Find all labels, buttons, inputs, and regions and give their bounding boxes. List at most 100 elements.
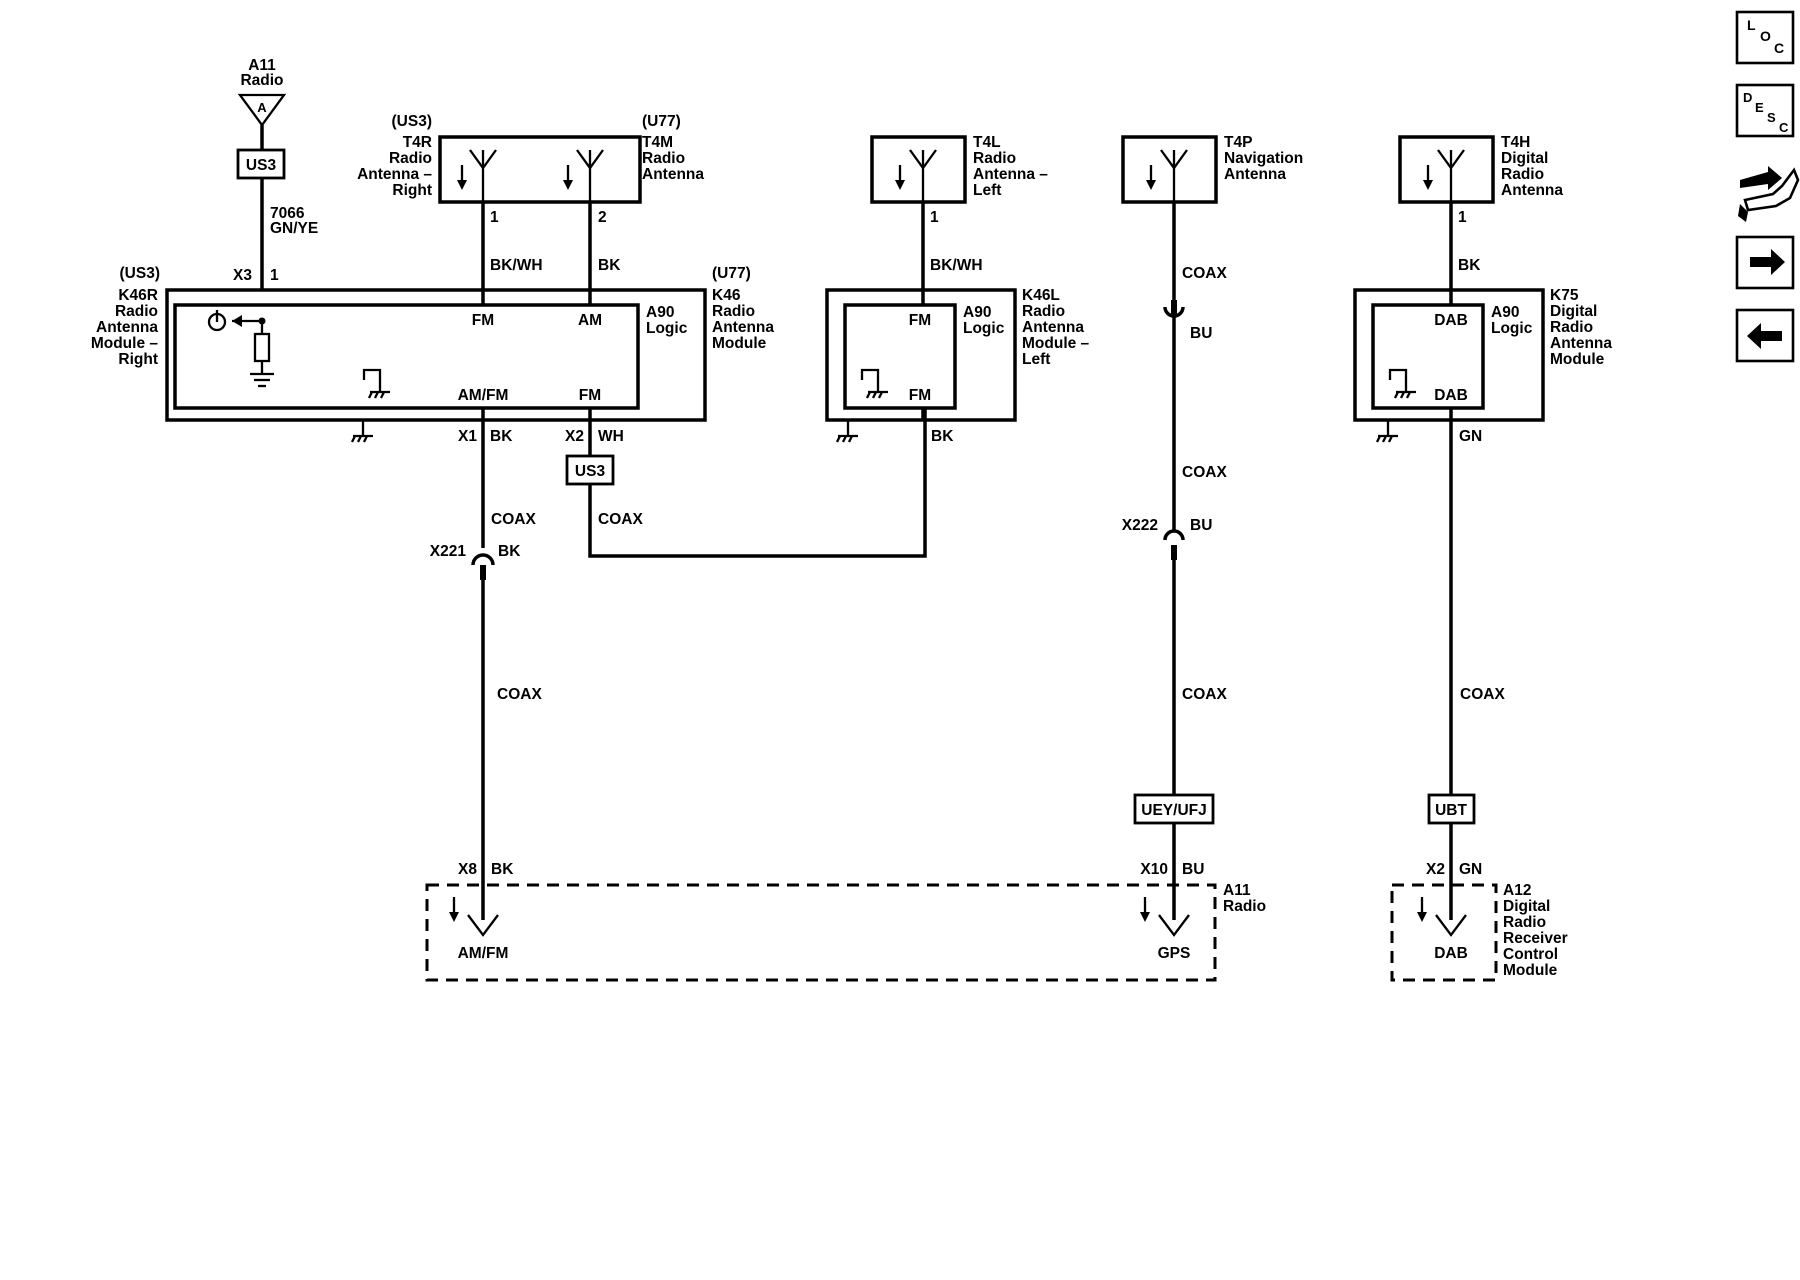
chassis-ground-icon (350, 420, 373, 443)
t4h-id: T4H (1501, 134, 1530, 151)
k46l-module-box (825, 288, 1017, 422)
arrow-right-icon (1750, 249, 1785, 275)
t4r-t4m-antenna-box (438, 135, 642, 204)
t4h-antenna-icon (1423, 149, 1465, 202)
t4r-l2: Antenna – (357, 166, 432, 183)
chassis-ground-icon (1388, 368, 1416, 399)
nav-bu-1: BU (1190, 325, 1212, 342)
t4p-antenna-icon (1146, 149, 1188, 202)
k75-logic-id: A90 (1491, 304, 1519, 321)
desc-button[interactable]: D E S C (1735, 83, 1795, 138)
loc-button[interactable]: L O C (1735, 10, 1795, 65)
a11-gps: GPS (1158, 945, 1191, 962)
coax-low-nav: COAX (1182, 686, 1227, 703)
us3-option-box (236, 148, 286, 180)
a11-bottom-id: A11 (1223, 882, 1251, 899)
t4p-antenna-box (1121, 135, 1218, 204)
desc-c: C (1779, 120, 1789, 135)
chassis-ground-icon (1375, 420, 1398, 443)
t4p-id: T4P (1224, 134, 1252, 151)
desc-e: E (1755, 100, 1764, 115)
coax-k46-x1: COAX (491, 511, 536, 528)
k46l-l1: Radio (1022, 303, 1065, 320)
t4r-id: T4R (403, 134, 432, 151)
k75-dab-in: DAB (1434, 312, 1468, 329)
x222-color: BU (1190, 517, 1212, 534)
k46-x1-color: BK (490, 428, 513, 445)
k46-l3: Module (712, 335, 767, 352)
coax-k46-x2: COAX (598, 511, 643, 528)
k46-fm-label: FM (472, 312, 494, 329)
a12-l5: Module (1503, 962, 1558, 979)
t4p-l2: Antenna (1224, 166, 1286, 183)
x8-label: X8 (458, 861, 477, 878)
k46r-l4: Right (118, 351, 158, 368)
t4l-l3: Left (973, 182, 1001, 199)
k46-module-box (165, 288, 707, 422)
a12-dab: DAB (1434, 945, 1468, 962)
ueyufj-option-box (1133, 793, 1215, 825)
k46-logic-id: A90 (646, 304, 674, 321)
k46r-id: K46R (118, 287, 158, 304)
t4m-wire-color: BK (598, 257, 621, 274)
t4h-l3: Antenna (1501, 182, 1563, 199)
t4r-l1: Radio (389, 150, 432, 167)
x10-label: X10 (1140, 861, 1168, 878)
power-icon (207, 310, 227, 332)
a11-bottom-name: Radio (1223, 898, 1266, 915)
k46r-option: (US3) (120, 265, 160, 282)
x8-color: BK (491, 861, 514, 878)
coax-long: COAX (497, 686, 542, 703)
k46-fm-out-label: FM (579, 387, 601, 404)
t4h-wire-color: BK (1458, 257, 1481, 274)
t4h-l2: Radio (1501, 166, 1544, 183)
a11-bottom-box (425, 883, 1217, 982)
dab-receiver-antenna-icon (1417, 897, 1467, 937)
k46l-logic-box (843, 303, 957, 410)
t4l-l1: Radio (973, 150, 1016, 167)
loc-c: C (1774, 40, 1784, 56)
a12-l3: Receiver (1503, 930, 1568, 947)
k46-id: K46 (712, 287, 741, 304)
loc-o: O (1760, 28, 1771, 44)
a11-amfm: AM/FM (458, 945, 509, 962)
ground-icon (250, 372, 274, 388)
k46-am-label: AM (578, 312, 602, 329)
t4r-pin: 1 (490, 209, 499, 226)
k46-l1: Radio (712, 303, 755, 320)
gps-receiver-antenna-icon (1140, 897, 1190, 937)
arrow-left-icon (1747, 323, 1782, 349)
k46-x2-color: WH (598, 428, 624, 445)
wire-7066-color: GN/YE (270, 220, 318, 237)
connector-repair-icon[interactable] (1738, 166, 1800, 222)
k46r-l1: Radio (115, 303, 158, 320)
t4p-l1: Navigation (1224, 150, 1303, 167)
k46-amfm-label: AM/FM (458, 387, 509, 404)
k46r-l2: Antenna (96, 319, 158, 336)
t4l-pin: 1 (930, 209, 939, 226)
coax-mid-nav: COAX (1182, 464, 1227, 481)
chassis-ground-icon (362, 368, 390, 399)
resistor-symbol (253, 332, 271, 363)
k46l-l4: Left (1022, 351, 1050, 368)
k46r-conn: X3 (233, 267, 252, 284)
previous-page-button[interactable] (1735, 308, 1795, 363)
desc-d: D (1743, 90, 1752, 105)
ueyufj-label: UEY/UFJ (1141, 802, 1206, 819)
t4l-antenna-icon (895, 149, 937, 202)
coax-dab: COAX (1460, 686, 1505, 703)
a12-box (1390, 883, 1498, 982)
amfm-receiver-antenna-icon (449, 897, 499, 937)
chassis-ground-icon (860, 368, 888, 399)
next-page-button[interactable] (1735, 235, 1795, 290)
k75-l2: Radio (1550, 319, 1593, 336)
k46r-l3: Module – (91, 335, 159, 352)
x222-label: X222 (1122, 517, 1158, 534)
k75-out-color: GN (1459, 428, 1482, 445)
k46-x2: X2 (565, 428, 584, 445)
ubt-label: UBT (1435, 802, 1467, 819)
a11-top-name: Radio (240, 72, 283, 89)
a11-top-glyph: A (257, 100, 267, 115)
t4m-l2: Antenna (642, 166, 704, 183)
